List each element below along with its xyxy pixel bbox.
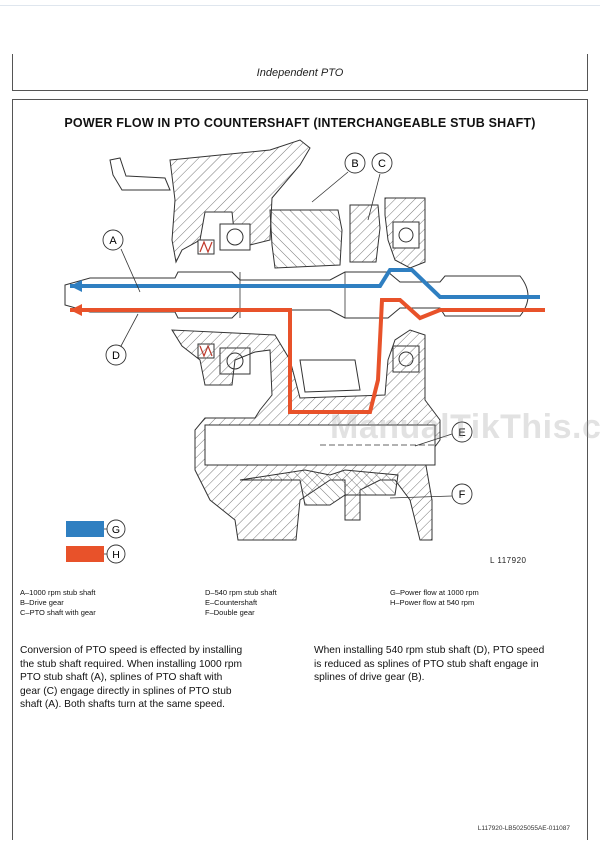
content-frame	[12, 99, 588, 840]
paragraph-line: Conversion of PTO speed is effected by i…	[20, 645, 243, 656]
watermark: ManualTikThis.com	[330, 408, 600, 446]
page-header: Independent PTO	[12, 54, 588, 91]
paragraph-540rpm: When installing 540 rpm stub shaft (D), …	[314, 644, 544, 685]
callout-c: C	[367, 152, 393, 221]
paragraph-1000rpm: Conversion of PTO speed is effected by i…	[20, 644, 242, 712]
callout-f-label: F	[459, 489, 466, 501]
figure-title: POWER FLOW IN PTO COUNTERSHAFT (INTERCHA…	[64, 116, 536, 130]
figure-code: L 117920	[490, 556, 527, 565]
seal-upper	[197, 239, 215, 255]
power-flow-1000	[70, 268, 540, 299]
legend-swatch-g: G	[66, 519, 126, 539]
double-gear	[239, 469, 399, 506]
paragraph-line: the stub shaft required. When installing…	[20, 658, 242, 670]
legend-item: B–Drive gear	[20, 598, 64, 607]
paragraph-line: is reduced as splines of PTO stub shaft …	[314, 658, 539, 670]
legend-item: E–Countershaft	[205, 598, 258, 607]
legend-swatch-h: H	[66, 544, 126, 564]
legend-item: H–Power flow at 540 rpm	[390, 598, 475, 607]
paragraph-line: gear (C) engage directly in splines of P…	[20, 685, 232, 697]
paragraph-line: splines of drive gear (B).	[314, 672, 425, 684]
section-title: Independent PTO	[256, 67, 344, 79]
countershaft	[204, 424, 436, 466]
top-rule	[0, 5, 600, 6]
swatch-g-label: G	[112, 524, 120, 536]
callout-d-label: D	[112, 350, 120, 362]
drive-gear-upper	[269, 209, 343, 269]
legend-column-2: D–540 rpm stub shaft E–Countershaft F–Do…	[205, 588, 277, 618]
callout-b: B	[311, 152, 366, 203]
callout-f: F	[389, 483, 473, 505]
footer-code: L117920-LB5025055AE-011087	[477, 825, 570, 832]
housing-flange	[109, 157, 171, 191]
paragraph-line: When installing 540 rpm stub shaft (D), …	[314, 645, 545, 656]
callout-a-label: A	[109, 235, 117, 247]
callout-e: E	[414, 421, 473, 447]
swatch-h-color	[66, 546, 104, 562]
countershaft-gear	[299, 359, 361, 393]
legend-item: D–540 rpm stub shaft	[205, 588, 277, 597]
callout-a: A	[102, 229, 141, 293]
legend-item: C–PTO shaft with gear	[20, 608, 96, 617]
power-flow-540	[70, 298, 545, 414]
legend-item: F–Double gear	[205, 608, 255, 617]
legend-item: G–Power flow at 1000 rpm	[390, 588, 479, 597]
callout-c-label: C	[378, 158, 386, 170]
swatch-h-label: H	[112, 549, 120, 561]
legend-item: A–1000 rpm stub shaft	[20, 588, 96, 597]
callout-d: D	[105, 313, 139, 366]
bearing-upper-right	[392, 221, 420, 249]
bearing-upper-left	[219, 223, 251, 251]
paragraph-line: PTO stub shaft (A), splines of PTO shaft…	[20, 672, 223, 684]
paragraph-line: shaft (A). Both shafts turn at the same …	[20, 699, 225, 711]
pto-gear-upper	[349, 204, 381, 263]
callout-e-label: E	[458, 427, 465, 439]
callout-b-label: B	[351, 158, 358, 170]
legend-column-3: G–Power flow at 1000 rpm H–Power flow at…	[390, 588, 479, 608]
legend-column-1: A–1000 rpm stub shaft B–Drive gear C–PTO…	[20, 588, 96, 618]
swatch-g-color	[66, 521, 104, 537]
